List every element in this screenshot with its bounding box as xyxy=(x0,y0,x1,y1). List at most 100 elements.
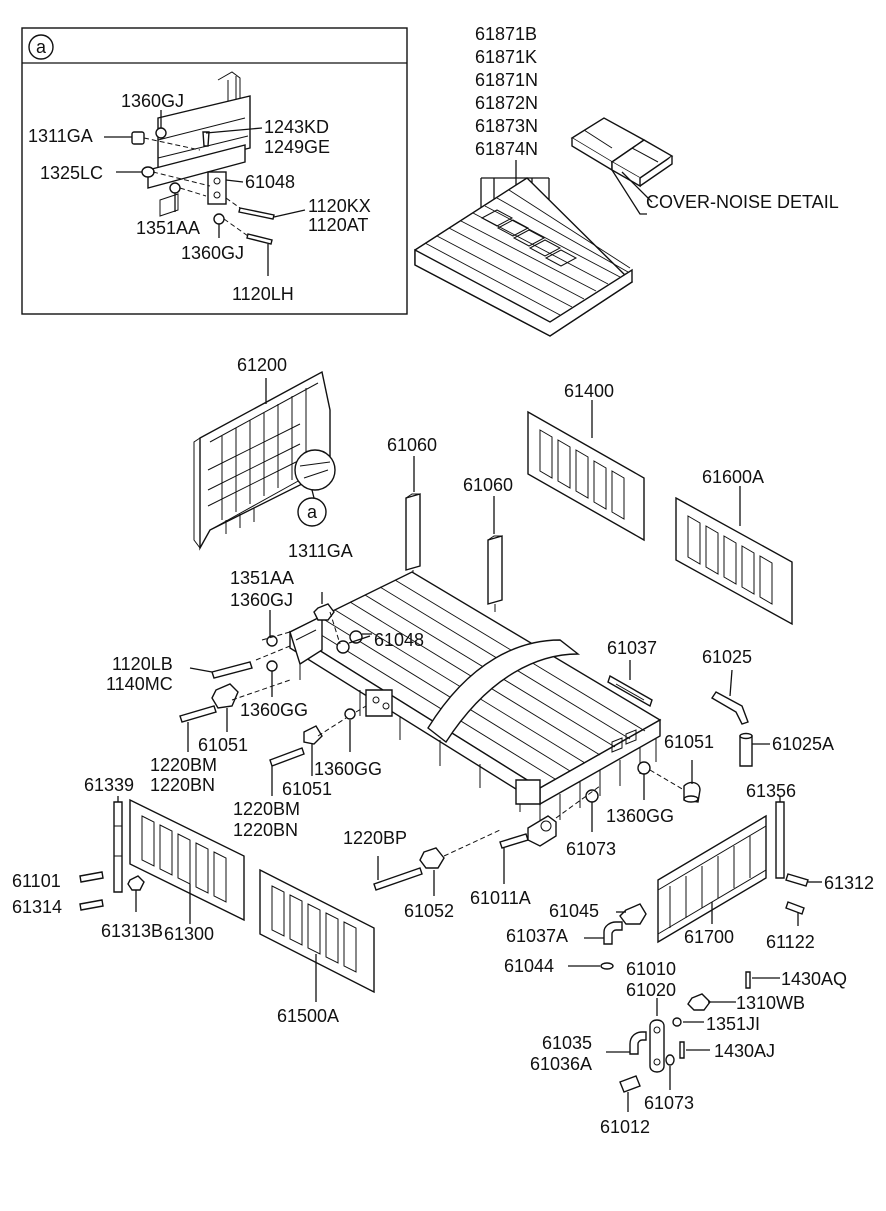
label-1360GJ: 1360GJ xyxy=(230,590,293,610)
nut-icon xyxy=(127,875,145,891)
label-1351AA-detail: 1351AA xyxy=(136,218,200,238)
label-cover-part-4: 61872N xyxy=(475,93,538,113)
side-gate-61700 xyxy=(657,814,767,944)
label-cover-part-1: 61871B xyxy=(475,24,537,44)
label-1360GG-b: 1360GG xyxy=(314,759,382,779)
label-61700: 61700 xyxy=(684,927,734,947)
washer-icon xyxy=(266,660,278,672)
label-61037: 61037 xyxy=(607,638,657,658)
tailgate-hinge xyxy=(499,785,601,884)
label-61035: 61035 xyxy=(542,1033,592,1053)
part-61025-latch xyxy=(711,669,749,725)
washer-61073-b xyxy=(665,1054,675,1090)
right-washers xyxy=(585,761,685,832)
pin-icon xyxy=(179,705,217,723)
label-1120AT: 1120AT xyxy=(308,215,368,235)
label-61300: 61300 xyxy=(164,924,214,944)
label-1220BP: 1220BP xyxy=(343,828,407,848)
washer-icon xyxy=(213,213,225,225)
detail-a-frame xyxy=(21,27,408,315)
detail-marker-label: a xyxy=(36,37,47,57)
bolt-icon xyxy=(211,661,253,679)
label-1351JI: 1351JI xyxy=(706,1014,760,1034)
label-1310WB: 1310WB xyxy=(736,993,805,1013)
label-1360GG-a: 1360GG xyxy=(240,700,308,720)
label-1120LH: 1120LH xyxy=(232,284,294,304)
main-labels: 1311GA 1351AA 1360GJ 61048 61037 61025 1… xyxy=(12,541,874,1137)
label-cover-part-6: 61874N xyxy=(475,139,538,159)
cover-noise-detail-drawing xyxy=(570,117,674,188)
label-61500A: 61500A xyxy=(277,1006,339,1026)
hinge-61356 xyxy=(775,796,785,879)
headboard-61200: a xyxy=(193,370,336,551)
right-gate-bolts xyxy=(785,873,822,926)
label-61313B: 61313B xyxy=(101,921,163,941)
label-1360GJ-top: 1360GJ xyxy=(121,91,184,111)
part-61051-cap-right xyxy=(683,760,701,803)
label-61600A: 61600A xyxy=(702,467,764,487)
label-1360GJ-bot: 1360GJ xyxy=(181,243,244,263)
tailgate-61300 xyxy=(129,798,245,924)
nut-block-icon xyxy=(211,683,239,709)
hinge-61339 xyxy=(113,796,123,893)
pin-1430AJ xyxy=(679,1041,710,1059)
label-61051-a: 61051 xyxy=(198,735,248,755)
post-61060-right xyxy=(487,496,503,612)
pin-icon xyxy=(269,747,305,767)
label-1360GG-c: 1360GG xyxy=(606,806,674,826)
pipe-61035 xyxy=(606,1031,647,1055)
nut-block-icon xyxy=(303,725,323,745)
label-cover-part-2: 61871K xyxy=(475,47,537,67)
washer-icon xyxy=(336,640,350,654)
bolt-icon xyxy=(79,871,104,883)
label-61011A: 61011A xyxy=(470,888,531,908)
cover-noise-floor xyxy=(414,177,634,337)
label-61052: 61052 xyxy=(404,901,454,921)
label-61101: 61101 xyxy=(12,871,61,891)
label-1120KX: 1120KX xyxy=(308,196,371,216)
washer-icon xyxy=(155,127,167,139)
deck-floor xyxy=(288,571,662,830)
label-61012: 61012 xyxy=(600,1117,650,1137)
detail-fasteners xyxy=(131,127,275,245)
label-1243KD: 1243KD xyxy=(264,117,329,137)
label-1311GA: 1311GA xyxy=(288,541,353,561)
label-61200: 61200 xyxy=(237,355,287,375)
pin-1430AQ xyxy=(745,971,780,989)
part-61052-nut xyxy=(373,829,501,896)
label-61025: 61025 xyxy=(702,647,752,667)
label-61010: 61010 xyxy=(626,959,676,979)
label-61122: 61122 xyxy=(766,932,815,952)
label-61051-c: 61051 xyxy=(664,732,714,752)
label-1220BN-b: 1220BN xyxy=(233,820,298,840)
bolt-icon xyxy=(785,873,809,887)
washer-icon xyxy=(266,635,278,647)
label-1430AQ: 1430AQ xyxy=(781,969,847,989)
label-61037A: 61037A xyxy=(506,926,568,946)
label-1220BM-a: 1220BM xyxy=(150,755,217,775)
nut-icon xyxy=(313,603,335,621)
bolt-icon xyxy=(246,233,273,245)
label-61314: 61314 xyxy=(12,897,62,917)
bolt-icon xyxy=(238,207,275,220)
side-gate-61400 xyxy=(527,400,645,542)
label-1249GE: 1249GE xyxy=(264,137,330,157)
washer-icon xyxy=(169,182,181,194)
detail-leaders xyxy=(104,110,306,276)
label-61036A: 61036A xyxy=(530,1054,592,1074)
part-61037-bar xyxy=(607,660,653,708)
part-61044-cap xyxy=(568,962,614,970)
left-fastener-cluster xyxy=(179,592,372,796)
link-61010 xyxy=(649,998,665,1073)
nut-icon xyxy=(131,131,145,145)
pin-icon xyxy=(373,867,423,891)
part-61045-nut xyxy=(616,903,647,925)
label-61044: 61044 xyxy=(504,956,554,976)
label-61025A: 61025A xyxy=(772,734,834,754)
post-61060-left xyxy=(405,456,421,582)
bracket-block xyxy=(365,689,393,717)
washer-icon xyxy=(637,761,651,775)
label-1120LB: 1120LB xyxy=(112,654,173,674)
label-1430AJ: 1430AJ xyxy=(714,1041,775,1061)
